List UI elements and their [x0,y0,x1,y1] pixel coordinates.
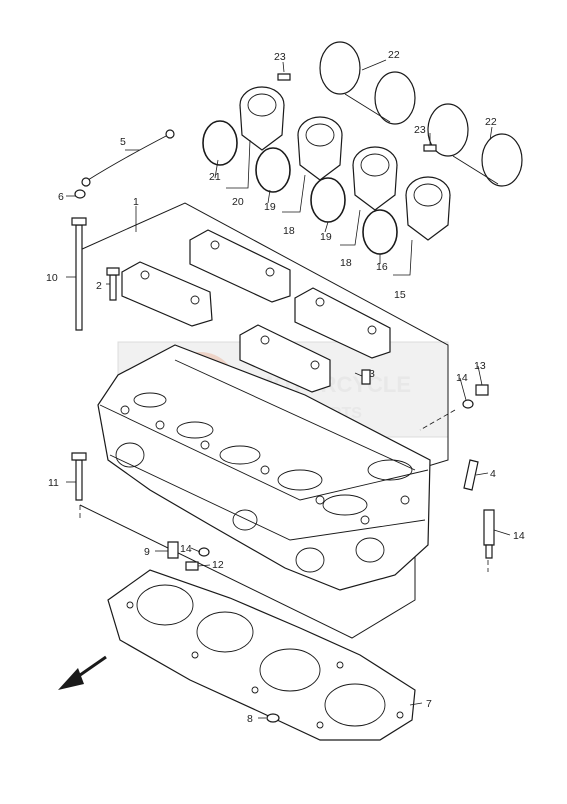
callout-3: 3 [369,368,375,380]
hose-clamps [319,41,523,187]
leader-lines [66,59,511,719]
intake-pipes [239,86,451,241]
front-arrow-icon [58,655,107,690]
callout-9: 9 [144,546,150,558]
callout-20: 20 [232,196,244,208]
callout-17: 16 [376,261,388,273]
callout-5: 5 [120,136,126,148]
callout-22b: 22 [485,116,497,128]
callout-7: 7 [426,698,432,710]
cylinder-head [97,344,431,591]
callout-15: 14 [513,530,525,542]
callout-21: 21 [209,171,221,183]
callout-18a: 18 [283,225,295,237]
callouts: 23 22 22 23 5 21 6 20 1 19 18 19 18 16 1… [46,49,525,725]
head-frame [79,202,449,639]
callout-2: 2 [96,280,102,292]
callout-14a: 14 [456,372,468,384]
callout-23b: 23 [414,124,426,136]
callout-4: 4 [490,468,496,480]
callout-18b: 18 [340,257,352,269]
callout-11: 11 [48,477,59,489]
callout-19a: 19 [264,201,276,213]
callout-10: 10 [46,272,58,284]
callout-23a: 23 [274,51,286,63]
callout-6: 6 [58,191,64,203]
callout-13: 13 [474,360,486,372]
callout-16: 15 [394,289,406,301]
callout-8: 8 [247,713,253,725]
head-gasket [107,569,416,741]
callout-14b: 14 [180,543,192,555]
cam-caps [121,229,391,393]
callout-19b: 19 [320,231,332,243]
callout-22a: 22 [388,49,400,61]
callout-12: 12 [212,559,224,571]
hardware [71,73,495,723]
callout-1: 1 [133,196,139,208]
o-rings [202,120,398,255]
